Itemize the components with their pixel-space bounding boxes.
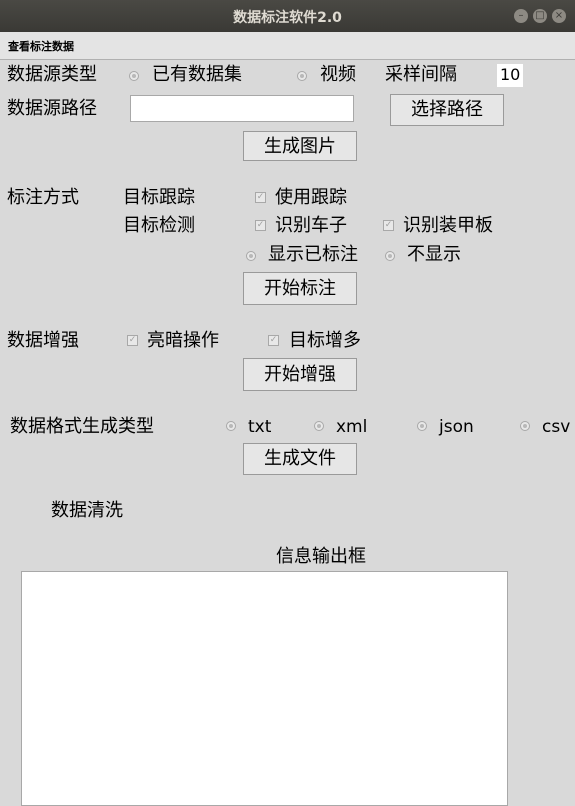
source-type-label: 数据源类型 [7, 64, 97, 85]
augmentation-label: 数据增强 [7, 330, 79, 351]
detection-label: 目标检测 [123, 215, 195, 236]
add-targets-checkbox[interactable]: ✓ [268, 335, 279, 346]
radio-xml[interactable] [314, 421, 324, 431]
radio-json[interactable] [417, 421, 427, 431]
generate-images-button[interactable]: 生成图片 [243, 131, 357, 161]
use-tracking-checkbox[interactable]: ✓ [255, 192, 266, 203]
radio-csv[interactable] [520, 421, 530, 431]
data-cleaning-label[interactable]: 数据清洗 [51, 500, 123, 521]
minimize-icon[interactable]: – [514, 9, 528, 23]
source-path-label: 数据源路径 [7, 98, 97, 119]
hide-label: 不显示 [407, 244, 461, 265]
radio-video-label: 视频 [320, 64, 356, 85]
radio-json-label: json [439, 417, 474, 437]
close-icon[interactable]: × [552, 9, 566, 23]
add-targets-label: 目标增多 [289, 330, 361, 351]
radio-csv-label: csv [542, 417, 571, 437]
menu-view-annotations[interactable]: 查看标注数据 [8, 40, 74, 53]
brightness-checkbox[interactable]: ✓ [127, 335, 138, 346]
format-type-label: 数据格式生成类型 [10, 416, 154, 437]
window-title: 数据标注软件2.0 [233, 10, 342, 26]
menu-bar: 查看标注数据 [0, 32, 575, 60]
radio-xml-label: xml [336, 417, 368, 437]
detect-armor-checkbox[interactable]: ✓ [383, 220, 394, 231]
use-tracking-label: 使用跟踪 [275, 187, 347, 208]
annotation-method-label: 标注方式 [7, 187, 79, 208]
tracking-label: 目标跟踪 [123, 187, 195, 208]
maximize-icon[interactable]: □ [533, 9, 547, 23]
title-bar: 数据标注软件2.0 – □ × [0, 0, 575, 32]
generate-file-button[interactable]: 生成文件 [243, 443, 357, 475]
brightness-label: 亮暗操作 [147, 330, 219, 351]
radio-txt-label: txt [248, 417, 272, 437]
detect-armor-label: 识别装甲板 [403, 215, 493, 236]
radio-existing-dataset-label: 已有数据集 [152, 64, 242, 85]
source-path-input[interactable] [130, 95, 354, 122]
radio-txt[interactable] [226, 421, 236, 431]
show-annotated-label: 显示已标注 [268, 244, 358, 265]
output-textbox[interactable] [21, 571, 508, 806]
sample-interval-input[interactable]: 10 [497, 64, 523, 87]
start-annotation-button[interactable]: 开始标注 [243, 272, 357, 305]
radio-existing-dataset[interactable] [129, 71, 139, 81]
output-box-label: 信息输出框 [276, 546, 366, 567]
radio-show-annotated[interactable] [246, 251, 256, 261]
start-augmentation-button[interactable]: 开始增强 [243, 358, 357, 391]
radio-video[interactable] [297, 71, 307, 81]
sample-interval-label: 采样间隔 [385, 64, 457, 85]
choose-path-button[interactable]: 选择路径 [390, 94, 504, 126]
radio-hide[interactable] [385, 251, 395, 261]
detect-car-checkbox[interactable]: ✓ [255, 220, 266, 231]
detect-car-label: 识别车子 [275, 215, 347, 236]
